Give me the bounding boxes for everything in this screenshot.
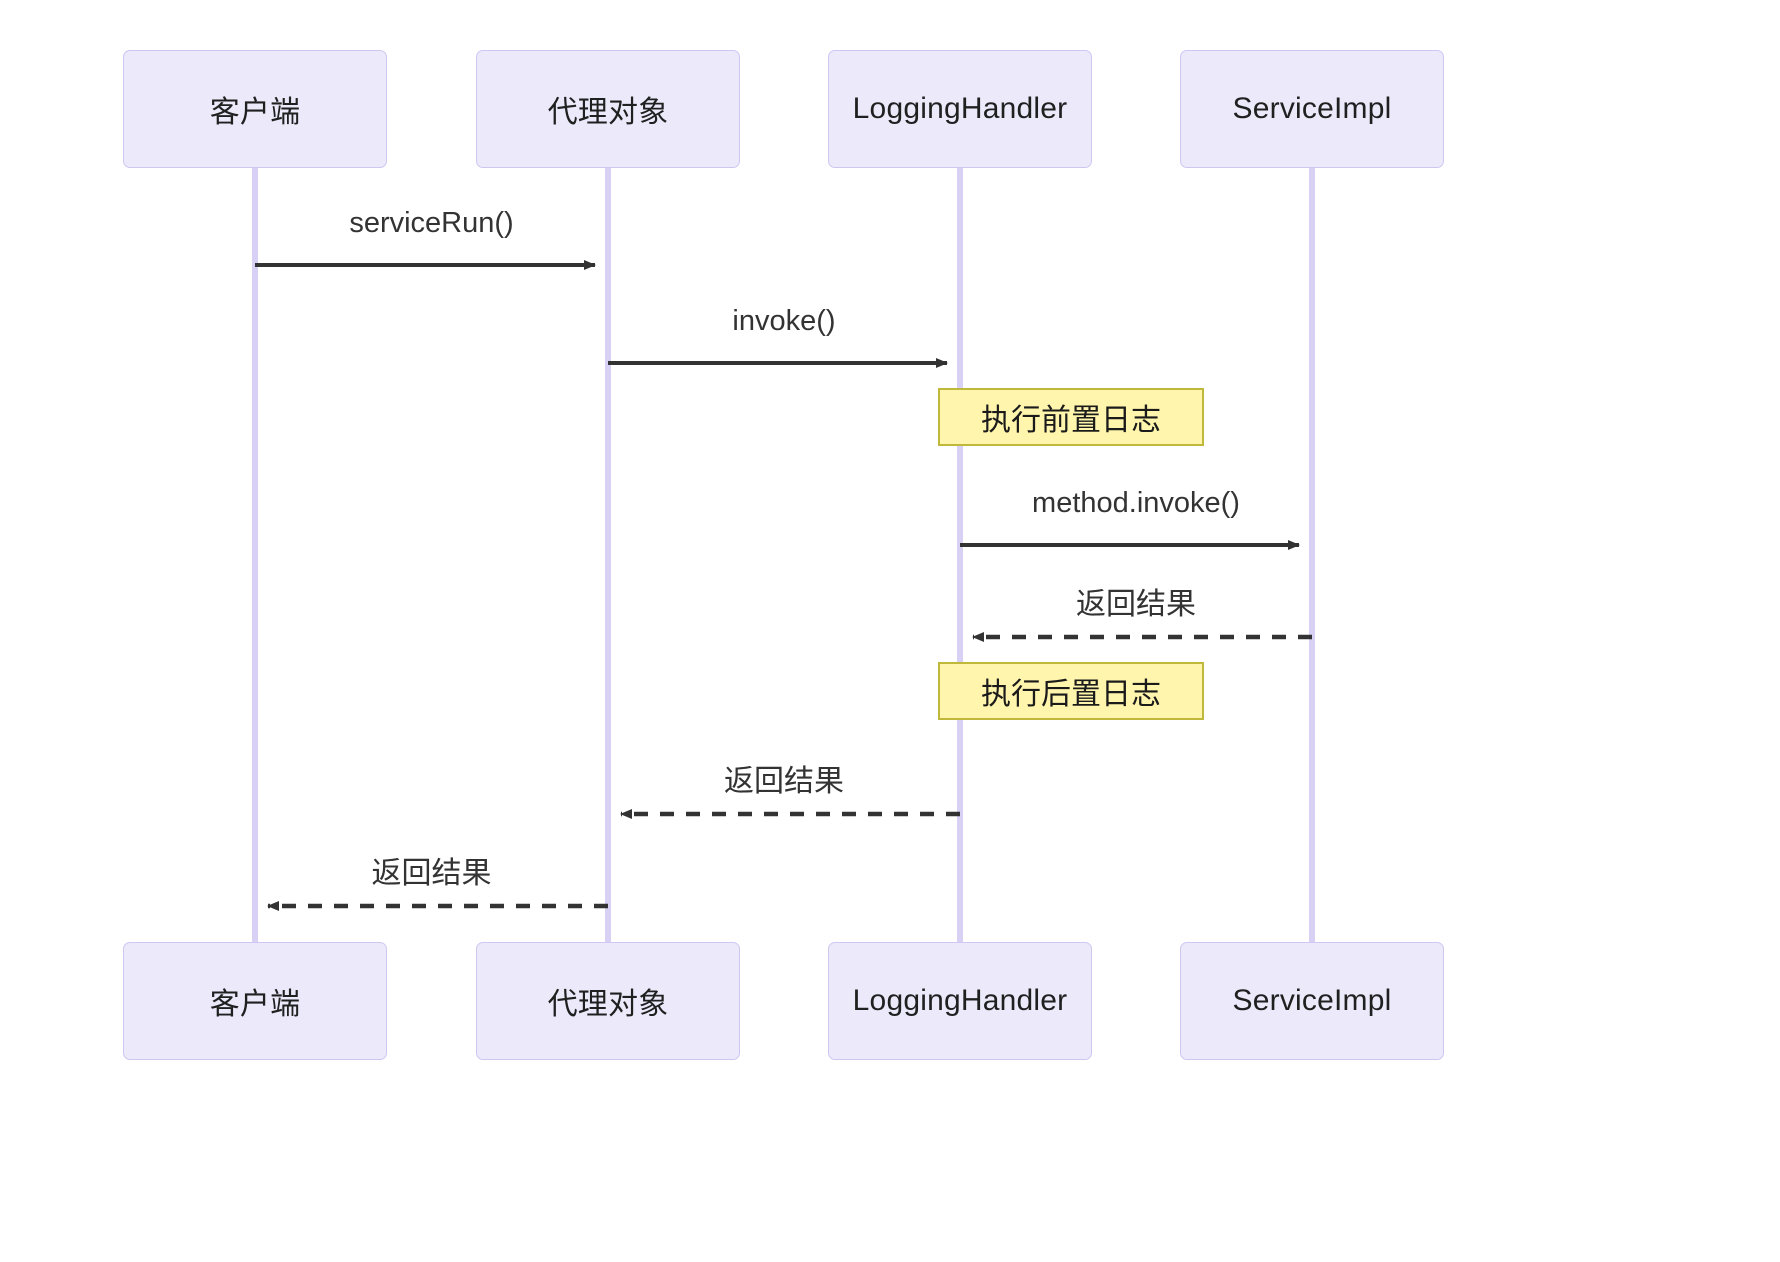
participant-handler-bottom[interactable]: LoggingHandler — [828, 942, 1092, 1060]
participant-handler-top[interactable]: LoggingHandler — [828, 50, 1092, 168]
message-label-m4: 返回结果 — [1076, 588, 1196, 621]
message-label-m3: method.invoke() — [1032, 487, 1240, 519]
participant-client-top[interactable]: 客户端 — [123, 50, 387, 168]
participant-label: 代理对象 — [547, 96, 669, 129]
participant-label: 客户端 — [209, 96, 301, 129]
note-n1: 执行前置日志 — [938, 388, 1204, 446]
participant-label: ServiceImpl — [1232, 92, 1392, 125]
message-label-m2: invoke() — [732, 305, 836, 337]
participant-client-bottom[interactable]: 客户端 — [123, 942, 387, 1060]
participant-service-top[interactable]: ServiceImpl — [1180, 50, 1444, 168]
note-label: 执行后置日志 — [981, 678, 1161, 711]
participant-label: ServiceImpl — [1232, 984, 1392, 1017]
participant-label: 客户端 — [209, 988, 301, 1021]
participant-proxy-bottom[interactable]: 代理对象 — [476, 942, 740, 1060]
participant-label: LoggingHandler — [852, 984, 1068, 1017]
participant-label: LoggingHandler — [852, 92, 1068, 125]
message-label-m6: 返回结果 — [371, 857, 492, 890]
message-arrows-group — [255, 260, 1312, 911]
lifelines-group — [252, 168, 1315, 942]
message-label-m5: 返回结果 — [724, 765, 844, 798]
message-label-m1: serviceRun() — [349, 207, 514, 239]
participant-label: 代理对象 — [547, 988, 669, 1021]
participant-service-bottom[interactable]: ServiceImpl — [1180, 942, 1444, 1060]
note-n2: 执行后置日志 — [938, 662, 1204, 720]
participant-proxy-top[interactable]: 代理对象 — [476, 50, 740, 168]
note-label: 执行前置日志 — [981, 404, 1161, 437]
